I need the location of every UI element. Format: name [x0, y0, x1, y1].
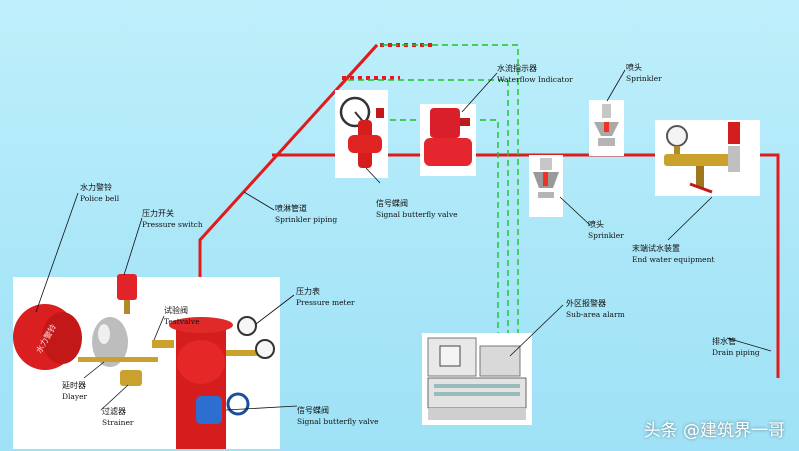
- watermark: 头条 @建筑界一哥: [643, 421, 785, 441]
- label-sprinkler-mid: 喷头 Sprinkler: [588, 219, 624, 241]
- label-sprinkler-piping-zh: 喷淋管道: [275, 204, 307, 213]
- label-police-bell: 水力警铃 Police bell: [80, 182, 119, 204]
- label-strainer: 过滤器 Strainer: [102, 406, 133, 428]
- label-waterflow-indicator-en: Waterflow Indicator: [497, 75, 573, 84]
- label-police-bell-zh: 水力警铃: [80, 183, 112, 192]
- label-pressure-switch-en: Pressure switch: [142, 220, 203, 229]
- dotted-pipe-extensions: [342, 43, 435, 80]
- label-delayer: 延时器 Dlayer: [62, 380, 87, 402]
- label-end-water-zh: 末端试水装置: [632, 244, 680, 253]
- label-sub-area-alarm: 外区报警器 Sub-area alarm: [566, 298, 625, 320]
- signal-valve-top-photo: [335, 90, 388, 178]
- label-waterflow-indicator: 水流指示器 Waterflow Indicator: [497, 63, 573, 85]
- label-pressure-meter-en: Pressure meter: [296, 298, 355, 307]
- label-strainer-zh: 过滤器: [102, 407, 126, 416]
- label-sprinkler-mid-zh: 喷头: [588, 220, 604, 229]
- signal-line-2: [348, 79, 509, 338]
- label-sprinkler-top: 喷头 Sprinkler: [626, 62, 662, 84]
- label-test-valve-zh: 试验阀: [164, 306, 188, 315]
- signal-valve-bottom-body: [196, 396, 222, 424]
- label-sprinkler-piping: 喷淋管道 Sprinkler piping: [275, 203, 337, 225]
- label-police-bell-en: Police bell: [80, 194, 120, 203]
- pressure-gauge-lower: [255, 339, 275, 359]
- label-pressure-meter-zh: 压力表: [296, 287, 320, 296]
- leader-lines: [35, 69, 772, 411]
- label-end-water-en: End water equipment: [632, 255, 715, 264]
- label-signal-valve-bottom-zh: 信号蝶阀: [297, 406, 329, 415]
- signal-wiring: [348, 44, 519, 338]
- test-valve-handle: [152, 340, 174, 348]
- sub-area-alarm-photo: [422, 333, 532, 425]
- label-pressure-meter: 压力表 Pressure meter: [296, 286, 355, 308]
- label-signal-valve-bottom: 信号蝶阀 Signal butterfly valve: [297, 405, 379, 427]
- label-drain-piping-en: Drain piping: [712, 348, 760, 357]
- label-pressure-switch: 压力开关 Pressure switch: [142, 208, 203, 230]
- label-delayer-en: Dlayer: [62, 392, 88, 401]
- label-sprinkler-mid-en: Sprinkler: [588, 231, 624, 240]
- label-test-valve: 试验阀 Testvalve: [164, 305, 200, 327]
- label-strainer-en: Strainer: [102, 418, 134, 427]
- sprinkler-top-photo: [589, 100, 624, 156]
- waterflow-indicator-photo: [420, 104, 476, 176]
- sprinkler-mid-photo: [529, 155, 563, 217]
- label-test-valve-en: Testvalve: [164, 317, 200, 326]
- label-signal-valve-top-zh: 信号蝶阀: [376, 199, 408, 208]
- label-delayer-zh: 延时器: [62, 381, 86, 390]
- label-pressure-switch-zh: 压力开关: [142, 209, 174, 218]
- label-waterflow-indicator-zh: 水流指示器: [497, 64, 537, 73]
- signal-line-1: [382, 44, 519, 338]
- pressure-switch-body: [117, 274, 137, 300]
- end-water-equipment-photo: [655, 120, 760, 196]
- label-sprinkler-top-zh: 喷头: [626, 63, 642, 72]
- label-drain-piping: 排水管 Drain piping: [712, 336, 760, 358]
- label-end-water: 末端试水装置 End water equipment: [632, 243, 714, 265]
- label-signal-valve-top-en: Signal butterfly valve: [376, 210, 458, 219]
- label-sub-area-alarm-zh: 外区报警器: [566, 299, 606, 308]
- alarm-valve-photo: 水力警铃: [13, 274, 280, 449]
- label-sub-area-alarm-en: Sub-area alarm: [566, 310, 625, 319]
- label-signal-valve-bottom-en: Signal butterfly valve: [297, 417, 379, 426]
- label-sprinkler-piping-en: Sprinkler piping: [275, 215, 338, 224]
- pressure-gauge-upper: [237, 316, 257, 336]
- label-drain-piping-zh: 排水管: [712, 337, 736, 346]
- branch-pipe-upper: [338, 43, 379, 88]
- label-signal-valve-top: 信号蝶阀 Signal butterfly valve: [376, 198, 458, 220]
- label-sprinkler-top-en: Sprinkler: [626, 74, 662, 83]
